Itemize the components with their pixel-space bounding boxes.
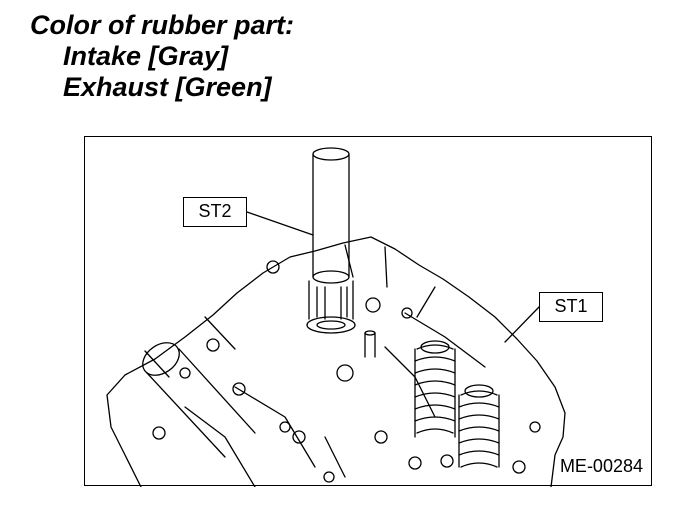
st2-callout: ST2 — [183, 197, 247, 227]
heading: Color of rubber part: Intake [Gray] Exha… — [30, 10, 294, 103]
heading-line-exhaust: Exhaust [Green] — [63, 72, 272, 102]
tool-handle — [142, 342, 256, 458]
figure-code: ME-00284 — [559, 456, 643, 476]
st1-leader-line — [504, 306, 540, 343]
cylinder-head-outline — [106, 236, 566, 487]
heading-line-title: Color of rubber part: — [30, 10, 294, 40]
st2-tool — [306, 147, 356, 334]
st2-leader-line — [246, 211, 314, 236]
valve-springs — [414, 340, 500, 468]
st1-callout: ST1 — [539, 292, 603, 322]
bolt-holes — [152, 260, 541, 483]
heading-line-intake: Intake [Gray] — [63, 41, 229, 71]
valve-stem — [364, 332, 376, 358]
illustration-frame: ST2 ST1 ME-00284 — [84, 136, 652, 487]
cylinder-head-illustration — [106, 147, 566, 487]
